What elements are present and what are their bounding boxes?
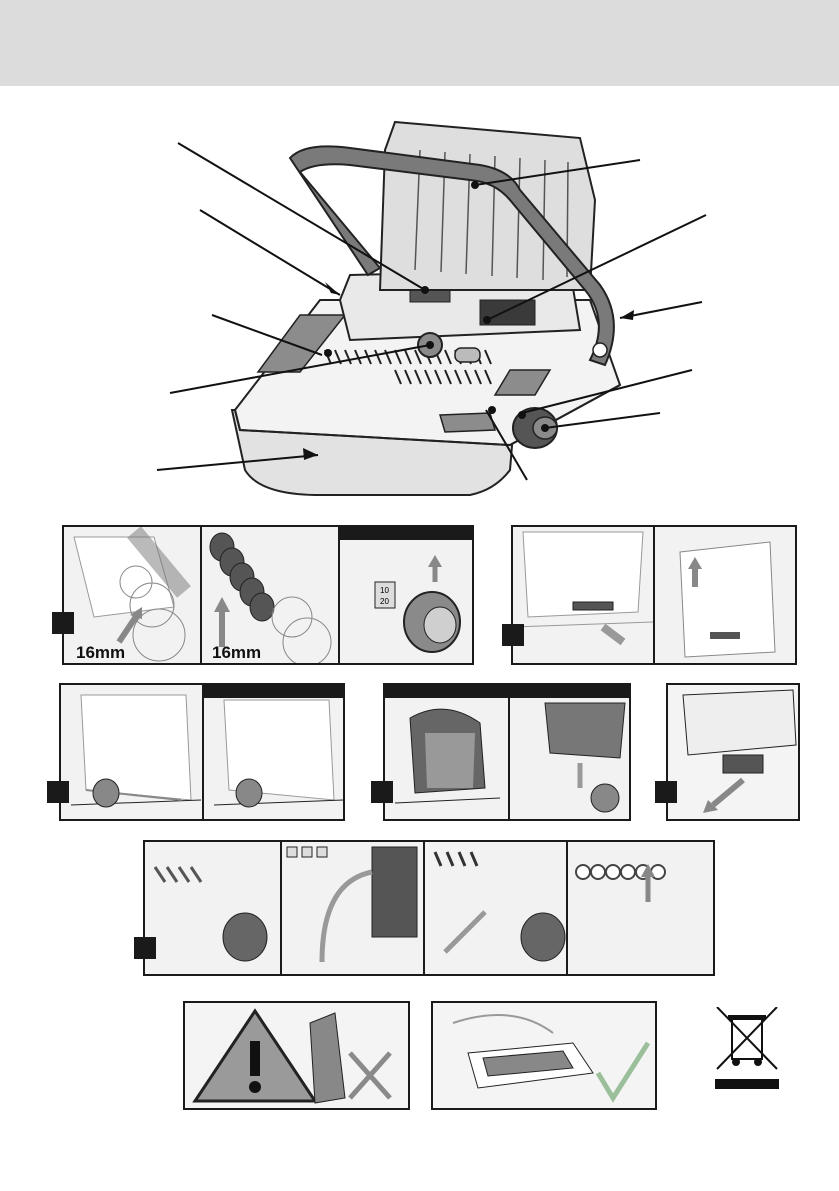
panel-title-bar [340, 527, 472, 540]
margin-adjust-left [61, 685, 204, 819]
panel-title-bar [385, 685, 631, 698]
step-panel-waste-tray [666, 683, 800, 821]
document-load-diagram [282, 842, 425, 974]
step-panel-punching [383, 683, 631, 821]
paper-pull-diagram [655, 527, 795, 663]
comb-open-diagram [145, 842, 282, 974]
comb-size-diagram: 16mm [64, 527, 202, 663]
margin-adjust-right [204, 685, 345, 819]
cross-mark-icon [350, 1053, 390, 1098]
step-marker-1 [52, 612, 74, 634]
paper-lever-diagram [513, 527, 655, 663]
lid-open-diagram [385, 698, 510, 819]
step-panel-comb-size: 16mm 16mm 10 20 [62, 525, 474, 665]
dial-setting-diagram: 10 20 [340, 527, 472, 663]
step-panel-paper-insert [511, 525, 797, 665]
correct-usage-panel [431, 1001, 657, 1110]
warning-panel [183, 1001, 410, 1110]
comb-spine-diagram: 16mm [202, 527, 340, 663]
step-panel-binding-sequence [143, 840, 715, 976]
dial-mark-top: 10 [380, 586, 389, 595]
step-marker-2 [502, 624, 524, 646]
comb-close-diagram [425, 842, 568, 974]
panel-title-bar [204, 685, 345, 698]
step-marker-5 [655, 781, 677, 803]
punch-handle-diagram [510, 698, 631, 819]
bound-document-diagram [568, 842, 713, 974]
comb-size-label-mid: 16mm [212, 643, 261, 663]
check-mark-icon [598, 1043, 648, 1098]
step-marker-3 [47, 781, 69, 803]
comb-size-label-left: 16mm [76, 643, 125, 663]
callout-lines [0, 0, 839, 520]
step-panel-margin-adjust [59, 683, 345, 821]
step-marker-4 [371, 781, 393, 803]
step-marker-6 [134, 937, 156, 959]
crossed-out-wheelie-bin-icon [712, 1007, 782, 1095]
warning-triangle-icon [195, 1011, 315, 1101]
dial-mark-bottom: 20 [380, 597, 389, 606]
